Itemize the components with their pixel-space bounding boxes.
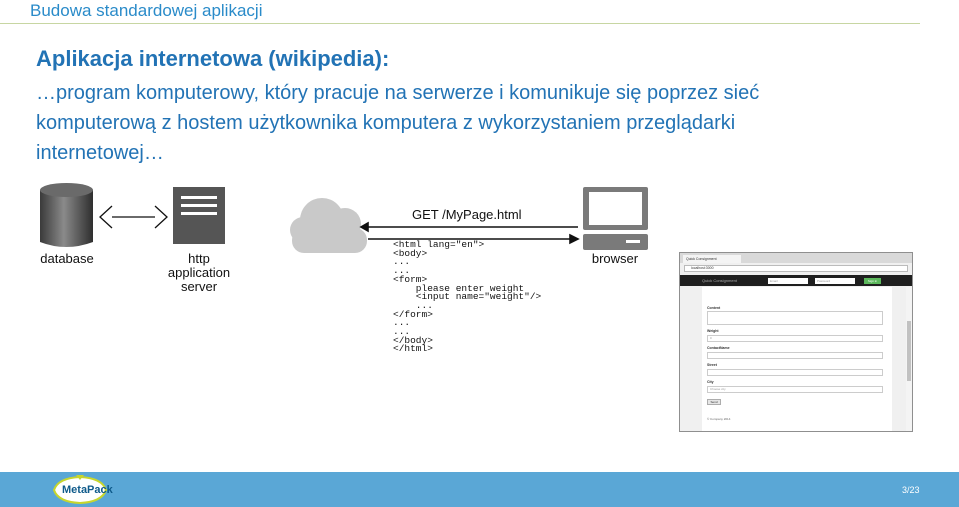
code-line: <form> [393,273,428,285]
code-line: ... [393,299,433,311]
request-arrow [359,221,578,233]
code-line: </form> [393,308,433,320]
code-line: ... [393,265,411,277]
db-server-arrow [99,205,168,229]
body-line-1: …program komputerowy, który pracuje na s… [36,82,760,104]
code-line: <body> [393,247,428,259]
mock-password-input[interactable]: Password [815,278,855,284]
database-label: database [40,251,94,266]
content-label: Content [707,306,721,310]
code-line: please enter weight [393,282,525,294]
browser-screenshot: Quick Consignment localhost:3000 Quick C… [679,252,913,432]
mock-footer: © Company 2014 [707,417,731,421]
header-divider [0,23,920,24]
slide-footer [0,472,959,507]
mock-signin-button[interactable]: Sign in [864,278,881,284]
metapack-logo [52,475,108,505]
mock-scroll-thumb[interactable] [907,321,911,381]
send-button[interactable]: Send [707,399,721,405]
page-number: 3/23 [902,485,920,495]
street-label: Street [707,363,717,367]
cloud-icon [290,198,367,253]
computer-icon [583,187,648,250]
code-line: <html lang="en"> [393,239,485,250]
street-input[interactable] [707,369,883,376]
contact-input[interactable] [707,352,883,359]
slide-title: Aplikacja internetowa (wikipedia): [36,46,390,71]
code-line: <input name="weight"/> [393,291,542,303]
server-label-line-1: http [188,251,210,266]
request-label: GET /MyPage.html [412,207,522,222]
mock-brand[interactable]: Quick Consignment [702,278,737,283]
response-arrow [368,233,580,245]
mock-email-input[interactable]: Email [768,278,808,284]
code-line: ... [393,256,411,268]
city-label: City [707,380,714,384]
server-icon [173,187,225,244]
code-line: </body> [393,334,433,346]
content-textarea[interactable] [707,311,883,325]
slide-header-title: Budowa standardowej aplikacji [30,1,263,20]
code-line: ... [393,317,411,329]
metapack-logo-text: MetaPack [62,484,113,496]
body-line-3: internetowej… [36,142,164,164]
body-line-2: komputerową z hostem użytkownika kompute… [36,112,736,134]
architecture-diagram [40,183,648,253]
server-label-line-2: application [167,265,231,280]
code-line: ... [393,326,411,338]
database-icon [40,183,93,247]
address-bar[interactable]: localhost:3000 [684,265,908,272]
browser-tab-bar [680,253,912,263]
server-label-line-3: server [180,279,218,294]
browser-label: browser [591,251,639,266]
contact-label: ContactName [707,346,730,350]
server-label: http application server [160,252,238,294]
mock-form: Content Weight 0 ContactName Street City… [702,287,892,431]
weight-input[interactable]: 0 [707,335,883,342]
city-select[interactable]: Choose city [707,386,883,393]
weight-label: Weight [707,329,719,333]
browser-tab[interactable]: Quick Consignment [683,255,741,263]
code-line: </html> [393,343,433,355]
html-code-snippet: <html lang="en"> <body> ... ... <form> p… [393,239,542,355]
